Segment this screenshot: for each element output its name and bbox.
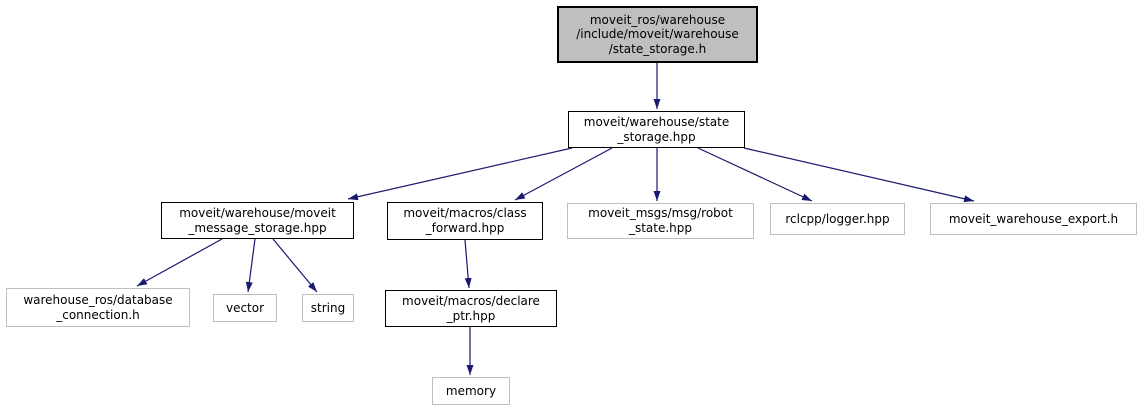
edge-state-to-class-forward — [514, 147, 613, 201]
node-database-connection-h: warehouse_ros/database _connection.h — [6, 288, 190, 327]
node-memory: memory — [432, 377, 510, 405]
node-moveit-message-storage-hpp[interactable]: moveit/warehouse/moveit _message_storage… — [161, 202, 354, 239]
edge-msg-to-string — [272, 238, 318, 293]
node-robot-state-hpp: moveit_msgs/msg/robot _state.hpp — [567, 203, 754, 239]
edge-msg-to-vector — [245, 238, 256, 293]
edge-msg-to-database — [136, 238, 223, 287]
edge-state-to-export — [743, 147, 975, 203]
edge-state-to-msg-storage — [347, 147, 573, 201]
node-vector: vector — [213, 294, 277, 322]
node-class-forward-hpp[interactable]: moveit/macros/class _forward.hpp — [387, 202, 543, 240]
node-state-storage-h-root: moveit_ros/warehouse /include/moveit/war… — [557, 6, 758, 63]
edge-state-to-rclcpp-logger — [697, 147, 813, 202]
edge-class-to-declare-ptr — [464, 239, 472, 289]
node-string: string — [302, 294, 354, 322]
node-state-storage-hpp[interactable]: moveit/warehouse/state _storage.hpp — [568, 111, 745, 148]
node-rclcpp-logger-hpp: rclcpp/logger.hpp — [770, 203, 905, 235]
node-moveit-warehouse-export-h: moveit_warehouse_export.h — [930, 203, 1137, 235]
node-declare-ptr-hpp[interactable]: moveit/macros/declare _ptr.hpp — [385, 290, 557, 327]
